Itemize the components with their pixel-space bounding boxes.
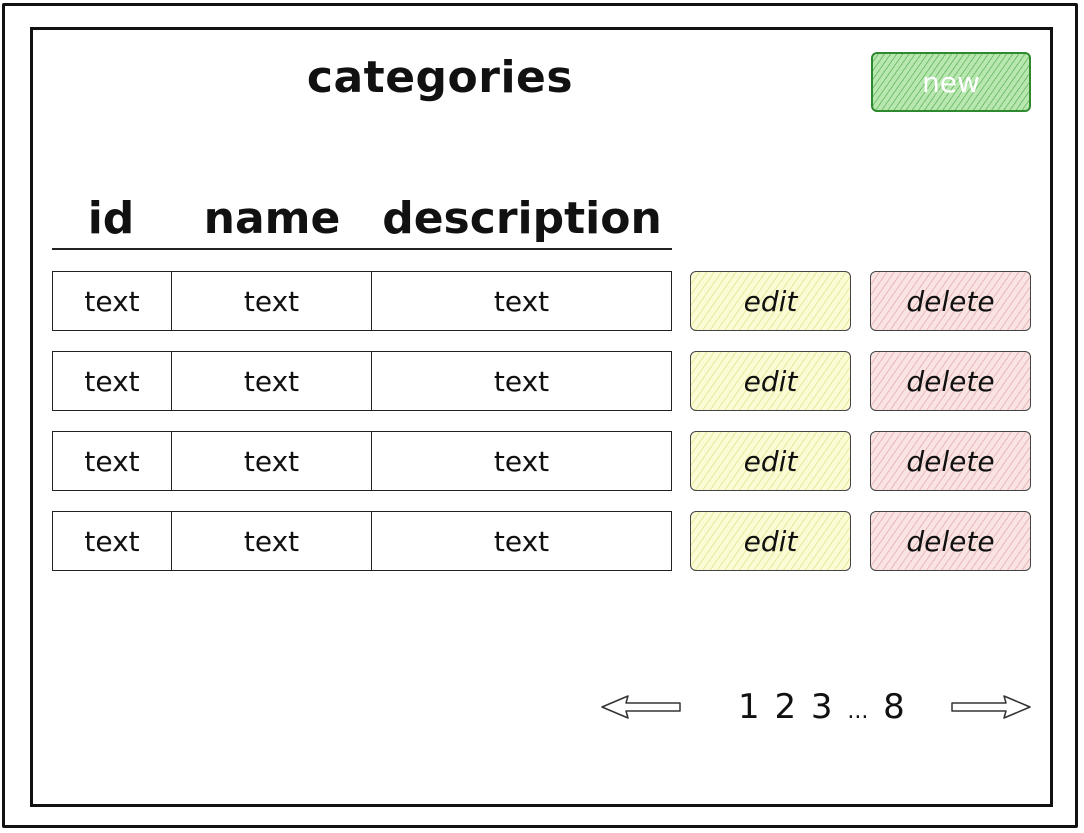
- cell-id: text: [52, 351, 172, 411]
- pagination: 1 2 3 ... 8: [600, 680, 1032, 734]
- column-header-description: description: [382, 193, 662, 244]
- cell-description: text: [371, 511, 672, 571]
- edit-button[interactable]: edit: [690, 351, 851, 411]
- page-title: categories: [306, 52, 574, 103]
- cell-name: text: [171, 271, 372, 331]
- cell-name: text: [171, 511, 372, 571]
- cell-id: text: [52, 511, 172, 571]
- edit-button[interactable]: edit: [690, 271, 851, 331]
- new-button[interactable]: new: [871, 52, 1031, 112]
- page-2-link[interactable]: 2: [774, 687, 797, 727]
- table-row: text text text edit delete: [52, 511, 1032, 571]
- arrow-left-icon[interactable]: [600, 692, 682, 722]
- edit-button[interactable]: edit: [690, 431, 851, 491]
- page-1-link[interactable]: 1: [738, 687, 760, 727]
- sketch-outer-frame: [2, 3, 1078, 828]
- cell-description: text: [371, 271, 672, 331]
- cell-id: text: [52, 431, 172, 491]
- edit-button[interactable]: edit: [690, 511, 851, 571]
- page-numbers: 1 2 3 ... 8: [736, 684, 905, 735]
- column-header-name: name: [203, 193, 341, 244]
- cell-name: text: [171, 351, 372, 411]
- cell-description: text: [371, 431, 672, 491]
- delete-button[interactable]: delete: [870, 271, 1031, 331]
- page-frame: [30, 27, 1053, 807]
- delete-button[interactable]: delete: [870, 431, 1031, 491]
- page-3-link[interactable]: 3: [810, 687, 833, 727]
- column-header-id: id: [87, 193, 135, 244]
- cell-description: text: [371, 351, 672, 411]
- table-header: id name description: [52, 190, 672, 250]
- table-row: text text text edit delete: [52, 351, 1032, 411]
- delete-button[interactable]: delete: [870, 511, 1031, 571]
- page-8-link[interactable]: 8: [883, 687, 905, 727]
- table-row: text text text edit delete: [52, 431, 1032, 491]
- page-ellipsis: ...: [847, 699, 869, 724]
- table-row: text text text edit delete: [52, 271, 1032, 331]
- cell-name: text: [171, 431, 372, 491]
- cell-id: text: [52, 271, 172, 331]
- arrow-right-icon[interactable]: [950, 692, 1032, 722]
- delete-button[interactable]: delete: [870, 351, 1031, 411]
